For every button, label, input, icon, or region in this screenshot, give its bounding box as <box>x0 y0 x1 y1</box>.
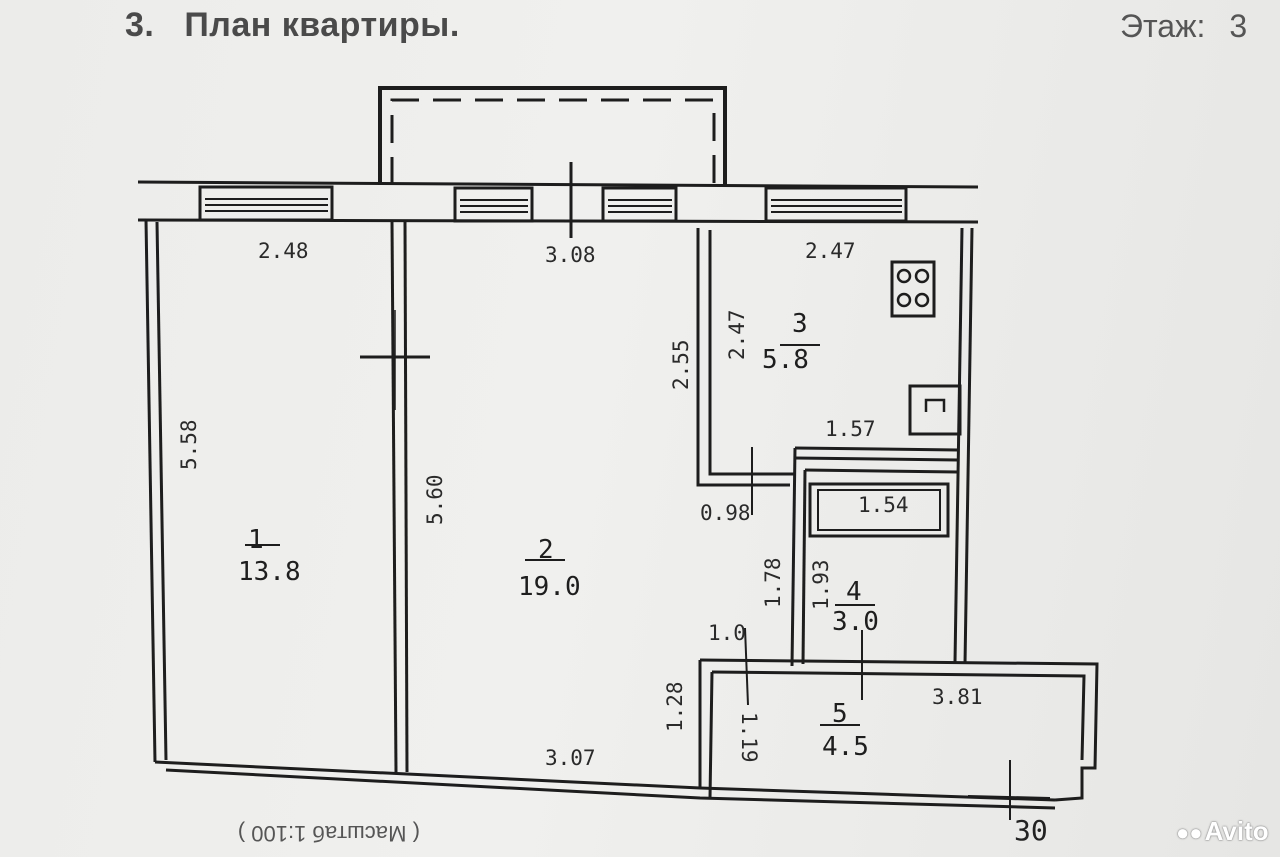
dim-hall-inner: 1.19 <box>737 712 761 763</box>
room-2-area: 19.0 <box>518 572 581 602</box>
dim-room1-side: 5.58 <box>177 419 201 470</box>
window-4 <box>764 186 908 223</box>
scale-label: ( Масштаб 1:100 ) <box>237 821 420 846</box>
dim-room2-side: 5.60 <box>423 474 447 525</box>
room-walls <box>144 219 1099 820</box>
dim-kitchen-top: 2.47 <box>805 239 856 263</box>
dim-bath-side: 1.93 <box>809 559 833 610</box>
dim-door-width: 1.0 <box>708 621 746 645</box>
section-number: 3. <box>125 6 155 44</box>
title-text: План квартиры. <box>184 6 460 44</box>
room-4-number: 4 <box>846 577 862 607</box>
stove-icon <box>890 260 936 318</box>
top-wall <box>137 162 979 238</box>
page-title: 3. План квартиры. <box>125 6 460 45</box>
room-3-area: 5.8 <box>762 345 809 375</box>
balcony <box>378 86 727 185</box>
floor-value: 3 <box>1229 8 1248 44</box>
dim-room1-top: 2.48 <box>258 239 309 263</box>
bathtub-icon <box>808 482 950 538</box>
room-1-area: 13.8 <box>238 557 301 587</box>
room-5-area: 4.5 <box>822 732 869 762</box>
dim-hall-top: 3.81 <box>932 685 983 709</box>
avito-watermark: ●●Avito <box>1176 816 1269 847</box>
room-4-area: 3.0 <box>832 607 879 637</box>
dim-kitchen-side-inner: 2.47 <box>725 309 749 360</box>
dim-corridor-width: 0.98 <box>700 501 751 525</box>
dim-hall-side: 1.28 <box>663 681 687 732</box>
window-3 <box>601 186 678 223</box>
dim-corridor-len: 1.78 <box>761 557 785 608</box>
room-5-number: 5 <box>832 699 848 729</box>
room-3-number: 3 <box>792 309 808 339</box>
window-2 <box>453 186 534 223</box>
sink-icon <box>908 384 962 436</box>
dim-bottom-right: 30 <box>1014 814 1048 847</box>
dim-bath-width: 1.54 <box>858 493 909 517</box>
room-1-number: 1 <box>248 525 264 555</box>
watermark-text: Avito <box>1204 816 1269 846</box>
room-2-number: 2 <box>538 535 554 565</box>
avito-logo-icon: ●● <box>1176 820 1203 845</box>
dim-room2-bottom: 3.07 <box>545 746 596 770</box>
dim-room2-top: 3.08 <box>545 243 596 267</box>
floor-indicator: Этаж: 3 <box>1120 8 1247 45</box>
window-1 <box>198 185 334 222</box>
dim-kitchen-bottom: 1.57 <box>825 417 876 441</box>
dim-kitchen-side-left: 2.55 <box>669 339 693 390</box>
floor-label: Этаж: <box>1120 8 1206 44</box>
